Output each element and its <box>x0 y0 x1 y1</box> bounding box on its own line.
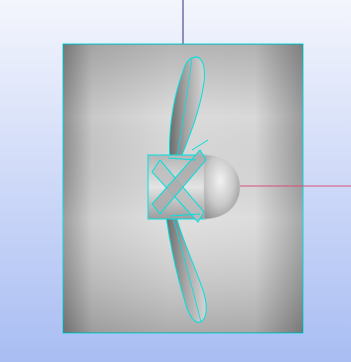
blade-root-cross-b <box>151 149 207 215</box>
blade-root-highlight <box>167 139 209 217</box>
propeller-blade-lower-edge <box>171 213 202 323</box>
propeller-blade-upper-edge <box>175 57 193 163</box>
propeller-hub-dome[interactable] <box>203 154 241 220</box>
propeller-blade-lower[interactable] <box>165 211 207 323</box>
